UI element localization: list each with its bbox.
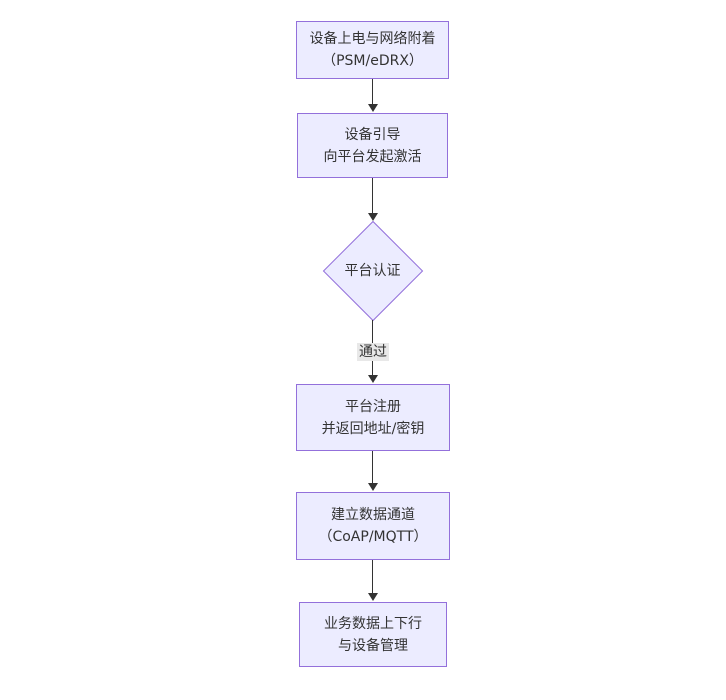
node-label-line: 平台认证: [344, 263, 401, 279]
node-bootstrap: 设备引导 向平台发起激活: [297, 113, 448, 178]
node-label-line: 并返回地址/密钥: [321, 420, 425, 437]
node-label-line: 设备引导: [344, 126, 401, 143]
arrow-bootstrap-to-auth: [367, 178, 378, 221]
node-label-line: 平台注册: [345, 398, 401, 415]
node-label-line: 向平台发起激活: [323, 148, 422, 165]
node-label-line: 建立数据通道: [331, 507, 415, 523]
node-power-attach: 设备上电与网络附着 （PSM/eDRX）: [296, 21, 449, 79]
edge-label-pass: 通过: [357, 343, 389, 361]
arrow-line: [372, 560, 373, 593]
node-data-channel: 建立数据通道 （CoAP/MQTT）: [296, 492, 450, 560]
arrowhead-icon: [367, 593, 378, 601]
node-platform-register: 平台注册 并返回地址/密钥: [296, 384, 450, 451]
arrow-line: [372, 451, 373, 483]
node-label-line: （CoAP/MQTT）: [318, 529, 428, 545]
node-label-line: 业务数据上下行: [324, 615, 422, 632]
node-label-line: （PSM/eDRX）: [322, 53, 423, 69]
node-business-data: 业务数据上下行 与设备管理: [299, 602, 447, 667]
arrowhead-icon: [367, 483, 378, 491]
arrowhead-icon: [367, 375, 378, 383]
arrow-power-to-bootstrap: [367, 79, 378, 112]
node-label-line: 与设备管理: [338, 637, 408, 654]
arrow-channel-to-business: [367, 560, 378, 601]
node-label-line: 设备上电与网络附着: [309, 31, 436, 47]
arrowhead-icon: [367, 213, 378, 221]
arrow-line: [372, 178, 373, 213]
node-platform-auth: 平台认证: [322, 220, 423, 322]
arrow-register-to-channel: [367, 451, 378, 491]
arrowhead-icon: [367, 104, 378, 112]
arrow-line: [372, 79, 373, 104]
